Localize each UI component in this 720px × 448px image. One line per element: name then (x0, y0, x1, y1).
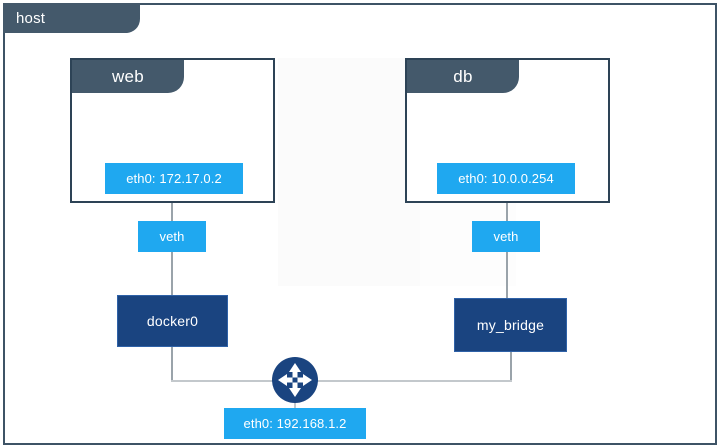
interface-chip-db-eth0[interactable]: eth0: 10.0.0.254 (437, 163, 575, 194)
bridge-label-docker0: docker0 (146, 313, 199, 329)
host-label-tab: host (3, 3, 140, 33)
veth-label-db: veth (493, 229, 519, 244)
host-label: host (16, 9, 46, 27)
interface-chip-host-eth0[interactable]: eth0: 192.168.1.2 (224, 408, 366, 439)
veth-chip-db[interactable]: veth (472, 221, 540, 252)
container-tab-db: db (407, 60, 519, 93)
veth-label-web: veth (159, 229, 185, 244)
interface-chip-web-eth0[interactable]: eth0: 172.17.0.2 (105, 163, 243, 194)
interface-label-host: eth0: 192.168.1.2 (243, 416, 347, 431)
host-container-box (3, 3, 717, 445)
router-icon[interactable] (271, 356, 319, 404)
interface-label-db: eth0: 10.0.0.254 (458, 171, 554, 186)
container-tab-web: web (72, 60, 184, 93)
container-name-db: db (453, 66, 473, 86)
bridge-label-my-bridge: my_bridge (476, 317, 545, 333)
container-name-web: web (111, 66, 145, 86)
interface-label-web: eth0: 172.17.0.2 (126, 171, 222, 186)
bridge-box-docker0[interactable]: docker0 (117, 295, 228, 347)
bridge-box-my-bridge[interactable]: my_bridge (454, 298, 567, 352)
veth-chip-web[interactable]: veth (138, 221, 206, 252)
